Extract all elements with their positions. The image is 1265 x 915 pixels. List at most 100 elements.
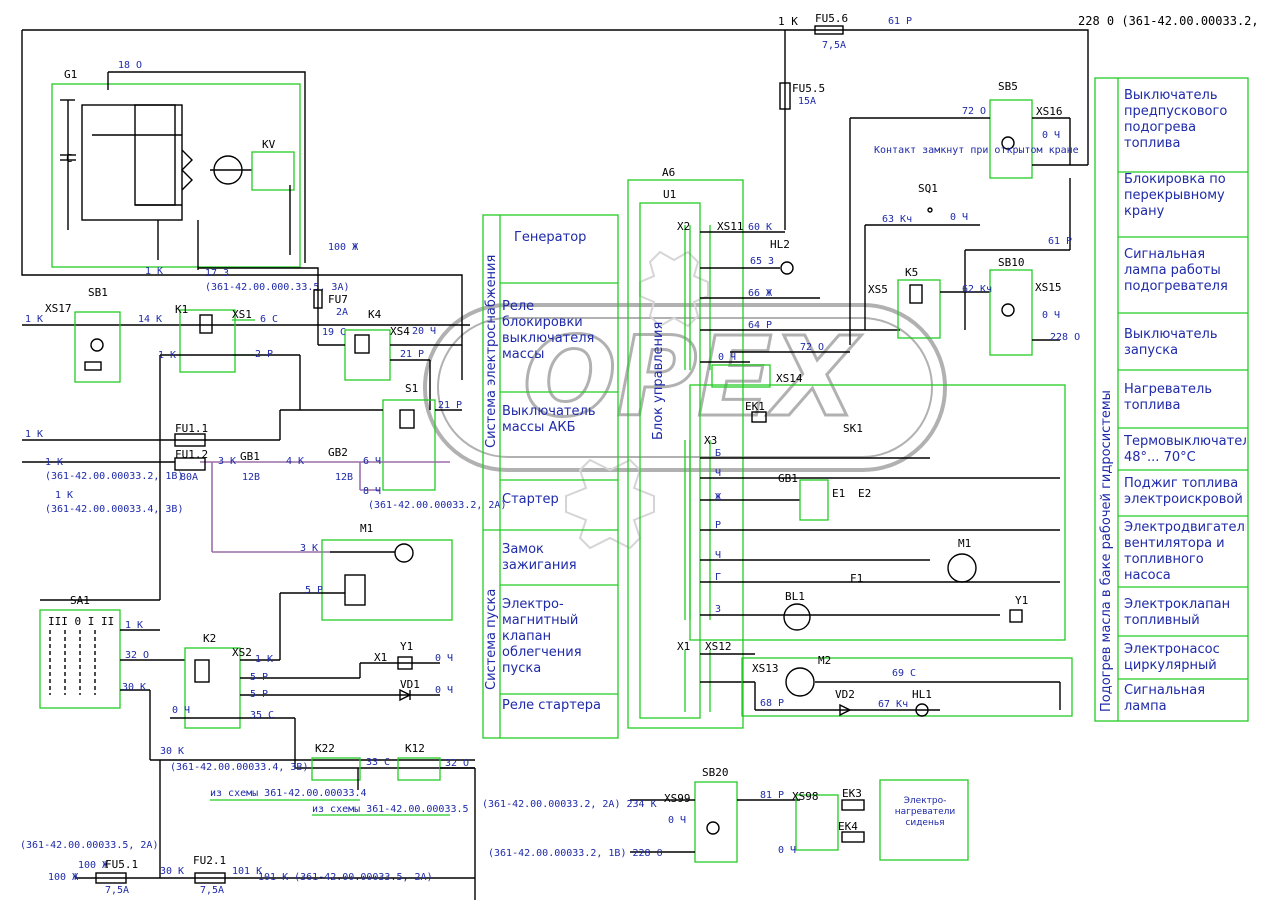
sb20-block [630,779,969,863]
k12-label: K12 [405,742,425,755]
sb20-label: SB20 [702,766,729,779]
wire-label: 1 К [25,429,43,440]
pin-label: Р [715,520,721,531]
gb2-label: GB2 [328,446,348,459]
fu5-5-rating: 15А [798,96,816,107]
fu5-5-label: FU5.5 [792,82,825,95]
wire-label: 4 К [286,456,304,467]
wire-label: 6 Ч [363,456,381,467]
bl1-label: BL1 [785,590,805,603]
right-row-6: Поджиг топлива электроискровой [1124,476,1243,507]
wire-label: 0 Ч [172,705,190,716]
sb1-k1-row [22,309,470,601]
wire-label: 228 О [1050,332,1080,343]
left-row-generator: Генератор [514,230,587,245]
heaters-label: Электро- нагреватели сиденья [894,796,956,828]
a6-label: A6 [662,166,675,179]
sb5-block [849,99,1088,345]
m2-label: M2 [818,654,831,667]
from-scheme: из схемы 361-42.00.00033.4 [210,788,367,799]
fu1-1-label: FU1.1 [175,422,208,435]
k22-k12-block [311,757,475,790]
k2-block [170,647,475,769]
right-row-0: Выключатель предпускового подогрева топл… [1124,88,1228,151]
wire-label: 100 Ж [48,872,78,883]
k5-sb10-block [897,178,1071,356]
left-row-relay: Реле блокировки выключателя массы [502,299,595,362]
right-row-5: Термовыключатель 48°... 70°С [1124,434,1246,465]
fu7-label: FU7 [328,293,348,306]
wire-label: 5 Р [250,672,268,683]
sb5-label: SB5 [998,80,1018,93]
hl1-label: HL1 [912,688,932,701]
ek4-label: EK4 [838,820,858,833]
wire-label: 1 К [158,350,176,361]
generator-block [51,71,319,285]
right-row-4: Нагреватель топлива [1124,382,1212,413]
right-row-1: Блокировка по перекрывному крану [1124,172,1226,219]
wire-label: 18 О [118,60,142,71]
g1-label: G1 [64,68,77,81]
cross-ref: (361-42.00.00033.2, 1В) 228 О [488,848,663,859]
cross-ref: (361-42.00.000.33.5, 3А) [205,282,350,293]
wire-label: 0 Ч [1042,130,1060,141]
wire-label: 30 К [160,866,184,877]
wire-label: 17 З [205,268,229,279]
ek3-label: EK3 [842,787,862,800]
wire-label: 69 С [892,668,916,679]
xs4-label: XS4 [390,325,410,338]
fu2-1-label: FU2.1 [193,854,226,867]
xs2-label: XS2 [232,646,252,659]
sk1-label: SK1 [843,422,863,435]
k4-label: K4 [368,308,382,321]
cross-ref: (361-42.00.00033.4, 3В) [45,504,183,515]
wire-label: 5 Р [305,585,323,596]
right-row-10: Сигнальная лампа [1124,683,1206,714]
m1-fan-label: M1 [958,537,971,550]
xs13-label: XS13 [752,662,779,675]
wire-label: 0 Ч [435,653,453,664]
left-table-title-bottom: Система пуска [484,589,499,690]
cross-ref: (361-42.00.00033.4, 3В) [170,762,308,773]
wire-label: 1 К [145,266,163,277]
wire-label: 6 С [260,314,278,325]
wire-label: 65 З [750,256,774,267]
cross-ref: (361-42.00.00033.5, 2А) [20,840,158,851]
fu5-1-rating: 7,5А [105,885,129,896]
wire-label: 30 К [160,746,184,757]
pin-label: Ж [715,492,721,503]
hl2-label: HL2 [770,238,790,251]
xs12-label: XS12 [705,640,732,653]
x1-label: X1 [374,651,387,664]
wire-label: 1 К [255,654,273,665]
wire-label: 68 Р [760,698,784,709]
m1-label: M1 [360,522,373,535]
wire-label: 66 Ж [748,288,772,299]
wire-label: 3 К [300,543,318,554]
e2-label: E2 [858,487,871,500]
pin-label: З [715,604,721,615]
wire-label: 0 Ч [718,352,736,363]
xs14-label: XS14 [776,372,803,385]
fu1-rating: 80А [180,472,198,483]
wire-label: 35 С [250,710,274,721]
battery-bus [22,409,450,553]
wire-label: 32 О [125,650,149,661]
m1-block [279,539,453,660]
xs1-label: XS1 [232,308,252,321]
wire-label: 61 Р [888,16,912,27]
wire-label: 62 Кч [962,284,992,295]
right-table [1094,77,1249,722]
fu5-1-label: FU5.1 [105,858,138,871]
cross-ref: (361-42.00.00033.2, 1В) [45,471,183,482]
left-row-switch: Выключатель массы АКБ [502,404,596,435]
wire-label: 1 К [55,490,73,501]
k4-block [299,285,462,410]
vd2-label: VD2 [835,688,855,701]
wire-label: 3 К [218,456,236,467]
wire-label: 2 Р [255,349,273,360]
wire-label: 64 Р [748,320,772,331]
svg-text:OPEX: OPEX [523,313,862,441]
gb1-igniter-label: GB1 [778,472,798,485]
wire-label: 0 Ч [668,815,686,826]
